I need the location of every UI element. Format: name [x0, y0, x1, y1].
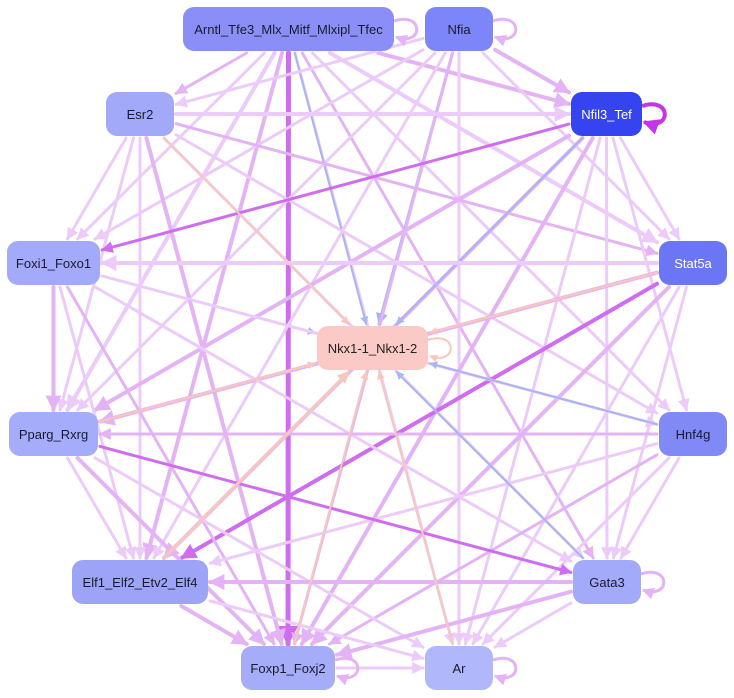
self-loop-nkx1 — [427, 337, 452, 363]
self-loop-foxp1 — [334, 656, 360, 686]
edge-nfil3-to-foxp1 — [299, 136, 595, 646]
node-hnf4g[interactable]: Hnf4g — [659, 412, 727, 456]
node-gata3[interactable]: Gata3 — [573, 560, 641, 604]
self-loop-layer — [334, 17, 667, 686]
edge-nfil3-to-stat5a — [618, 136, 681, 241]
edge-gata3-to-nkx1 — [395, 371, 584, 559]
node-pparg[interactable]: Pparg_Rxrg — [9, 412, 98, 456]
node-esr2[interactable]: Esr2 — [106, 92, 174, 136]
edge-stat5a-to-elf1 — [179, 281, 659, 560]
node-stat5a[interactable]: Stat5a — [659, 241, 727, 285]
edge-pparg-to-ar — [93, 456, 425, 649]
edge-pparg-to-nkx1 — [99, 361, 316, 423]
edge-foxi1-to-gata3 — [93, 285, 573, 563]
node-foxp1[interactable]: Foxp1_Foxj2 — [241, 646, 335, 690]
node-nfil3[interactable]: Nfil3_Tef — [571, 92, 642, 136]
self-loop-gata3 — [640, 570, 666, 600]
self-loop-nfia — [492, 17, 518, 47]
node-ar[interactable]: Ar — [425, 646, 493, 690]
edge-stat5a-to-nkx1 — [429, 271, 658, 335]
edge-esr2-to-hnf4g — [174, 133, 659, 415]
edge-foxp1-to-nkx1 — [293, 371, 369, 645]
node-nkx1[interactable]: Nkx1-1_Nkx1-2 — [317, 326, 428, 370]
node-arntl[interactable]: Arntl_Tfe3_Mlx_Mitf_Mlxipl_Tfec — [183, 7, 394, 51]
edge-hnf4g-to-nkx1 — [429, 361, 658, 426]
node-elf1[interactable]: Elf1_Elf2_Etv2_Elf4 — [72, 560, 208, 604]
self-loop-arntl — [393, 17, 419, 47]
edge-nfia-to-nfil3 — [493, 47, 571, 95]
edge-nfil3-to-nkx1 — [395, 137, 584, 325]
edge-gata3-to-ar — [493, 601, 573, 649]
edge-hnf4g-to-elf1 — [208, 442, 659, 567]
node-foxi1[interactable]: Foxi1_Foxo1 — [7, 241, 100, 285]
edge-elf1-to-ar — [208, 599, 425, 662]
edge-arntl-to-esr2 — [174, 51, 249, 95]
edge-layer — [45, 37, 690, 674]
edge-pparg-to-elf1 — [66, 456, 128, 560]
edge-nfia-to-foxi1 — [93, 48, 425, 241]
edge-hnf4g-to-foxp1 — [328, 453, 659, 646]
edge-arntl-to-nfil3 — [376, 51, 571, 108]
edge-hnf4g-to-gata3 — [619, 456, 681, 560]
edge-ar-to-nkx1 — [377, 371, 454, 645]
self-loop-ar — [492, 656, 518, 686]
edge-elf1-to-nkx1 — [162, 370, 351, 560]
node-nfia[interactable]: Nfia — [425, 7, 493, 51]
edge-esr2-to-stat5a — [174, 122, 659, 257]
edge-nfil3-to-foxi1 — [100, 122, 571, 253]
edge-esr2-to-foxi1 — [65, 136, 128, 241]
edge-esr2-to-nkx1 — [162, 137, 350, 325]
edge-elf1-to-foxp1 — [179, 604, 249, 646]
edge-pparg-to-gata3 — [98, 444, 573, 576]
self-loop-nfil3 — [641, 102, 667, 135]
edge-nfil3-to-pparg — [92, 133, 571, 412]
edge-arntl-to-stat5a — [327, 51, 659, 245]
